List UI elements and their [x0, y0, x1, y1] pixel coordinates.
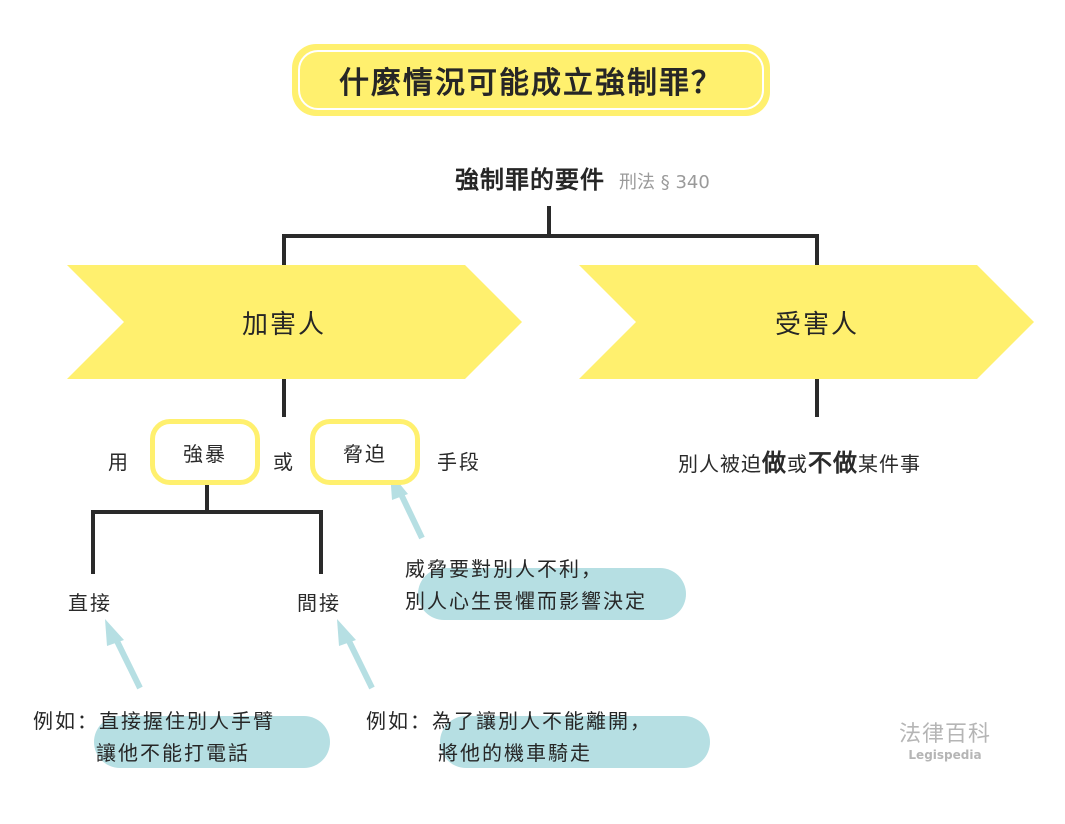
threat-note: 威脅要對別人不利， 別人心生畏懼而影響決定 [405, 553, 647, 617]
heading: 強制罪的要件刑法 § 340 [455, 160, 710, 195]
victim-effect-do: 做 [762, 449, 787, 477]
threat-note-line1: 威脅要對別人不利， [405, 557, 603, 581]
victim-effect-part2: 某件事 [858, 452, 921, 476]
victim-effect-or: 或 [787, 452, 808, 476]
indirect-example-line2: 將他的機車騎走 [438, 741, 592, 765]
means-or: 或 [273, 450, 295, 474]
law-reference: 刑法 § 340 [619, 172, 710, 193]
perpetrator-chevron [67, 265, 522, 379]
indirect-label: 間接 [297, 591, 341, 615]
victim-label: 受害人 [774, 310, 859, 340]
victim-effect-part1: 別人被迫 [678, 452, 762, 476]
direct-label: 直接 [68, 591, 112, 615]
means-prefix: 用 [108, 450, 130, 474]
indirect-example-line1: 例如：為了讓別人不能離開， [366, 709, 652, 733]
top-connector [282, 206, 819, 265]
indirect-example: 例如：為了讓別人不能離開， 將他的機車騎走 [366, 705, 652, 769]
arrow-to-direct [105, 619, 143, 690]
means-suffix: 手段 [437, 450, 481, 474]
logo-english: Legispedia [908, 748, 982, 762]
direct-example: 例如：直接握住別人手臂 讓他不能打電話 [33, 705, 275, 769]
direct-example-line2: 讓他不能打電話 [96, 741, 250, 765]
arrow-to-indirect [337, 619, 375, 690]
page-title: 什麼情況可能成立強制罪？ [298, 50, 764, 110]
direct-example-bubble [94, 716, 330, 768]
violence-box: 強暴 [150, 419, 260, 485]
victim-effect-not-do: 不做 [808, 449, 858, 477]
victim-effect: 別人被迫做或不做某件事 [678, 443, 921, 478]
violence-label: 強暴 [183, 441, 227, 466]
direct-example-line1: 例如：直接握住別人手臂 [33, 709, 275, 733]
threat-note-line2: 別人心生畏懼而影響決定 [405, 589, 647, 613]
perpetrator-label: 加害人 [241, 310, 326, 340]
violence-connector [91, 485, 323, 574]
logo-chinese: 法律百科 [898, 722, 991, 747]
heading-text: 強制罪的要件 [455, 166, 605, 194]
title-banner: 什麼情況可能成立強制罪？ [292, 44, 770, 116]
legispedia-logo: 法律百科 Legispedia [893, 716, 997, 762]
threat-label: 脅迫 [343, 441, 387, 466]
indirect-example-bubble [440, 716, 710, 768]
victim-chevron [579, 265, 1034, 379]
threat-box: 脅迫 [310, 419, 420, 485]
threat-note-bubble [418, 568, 686, 620]
